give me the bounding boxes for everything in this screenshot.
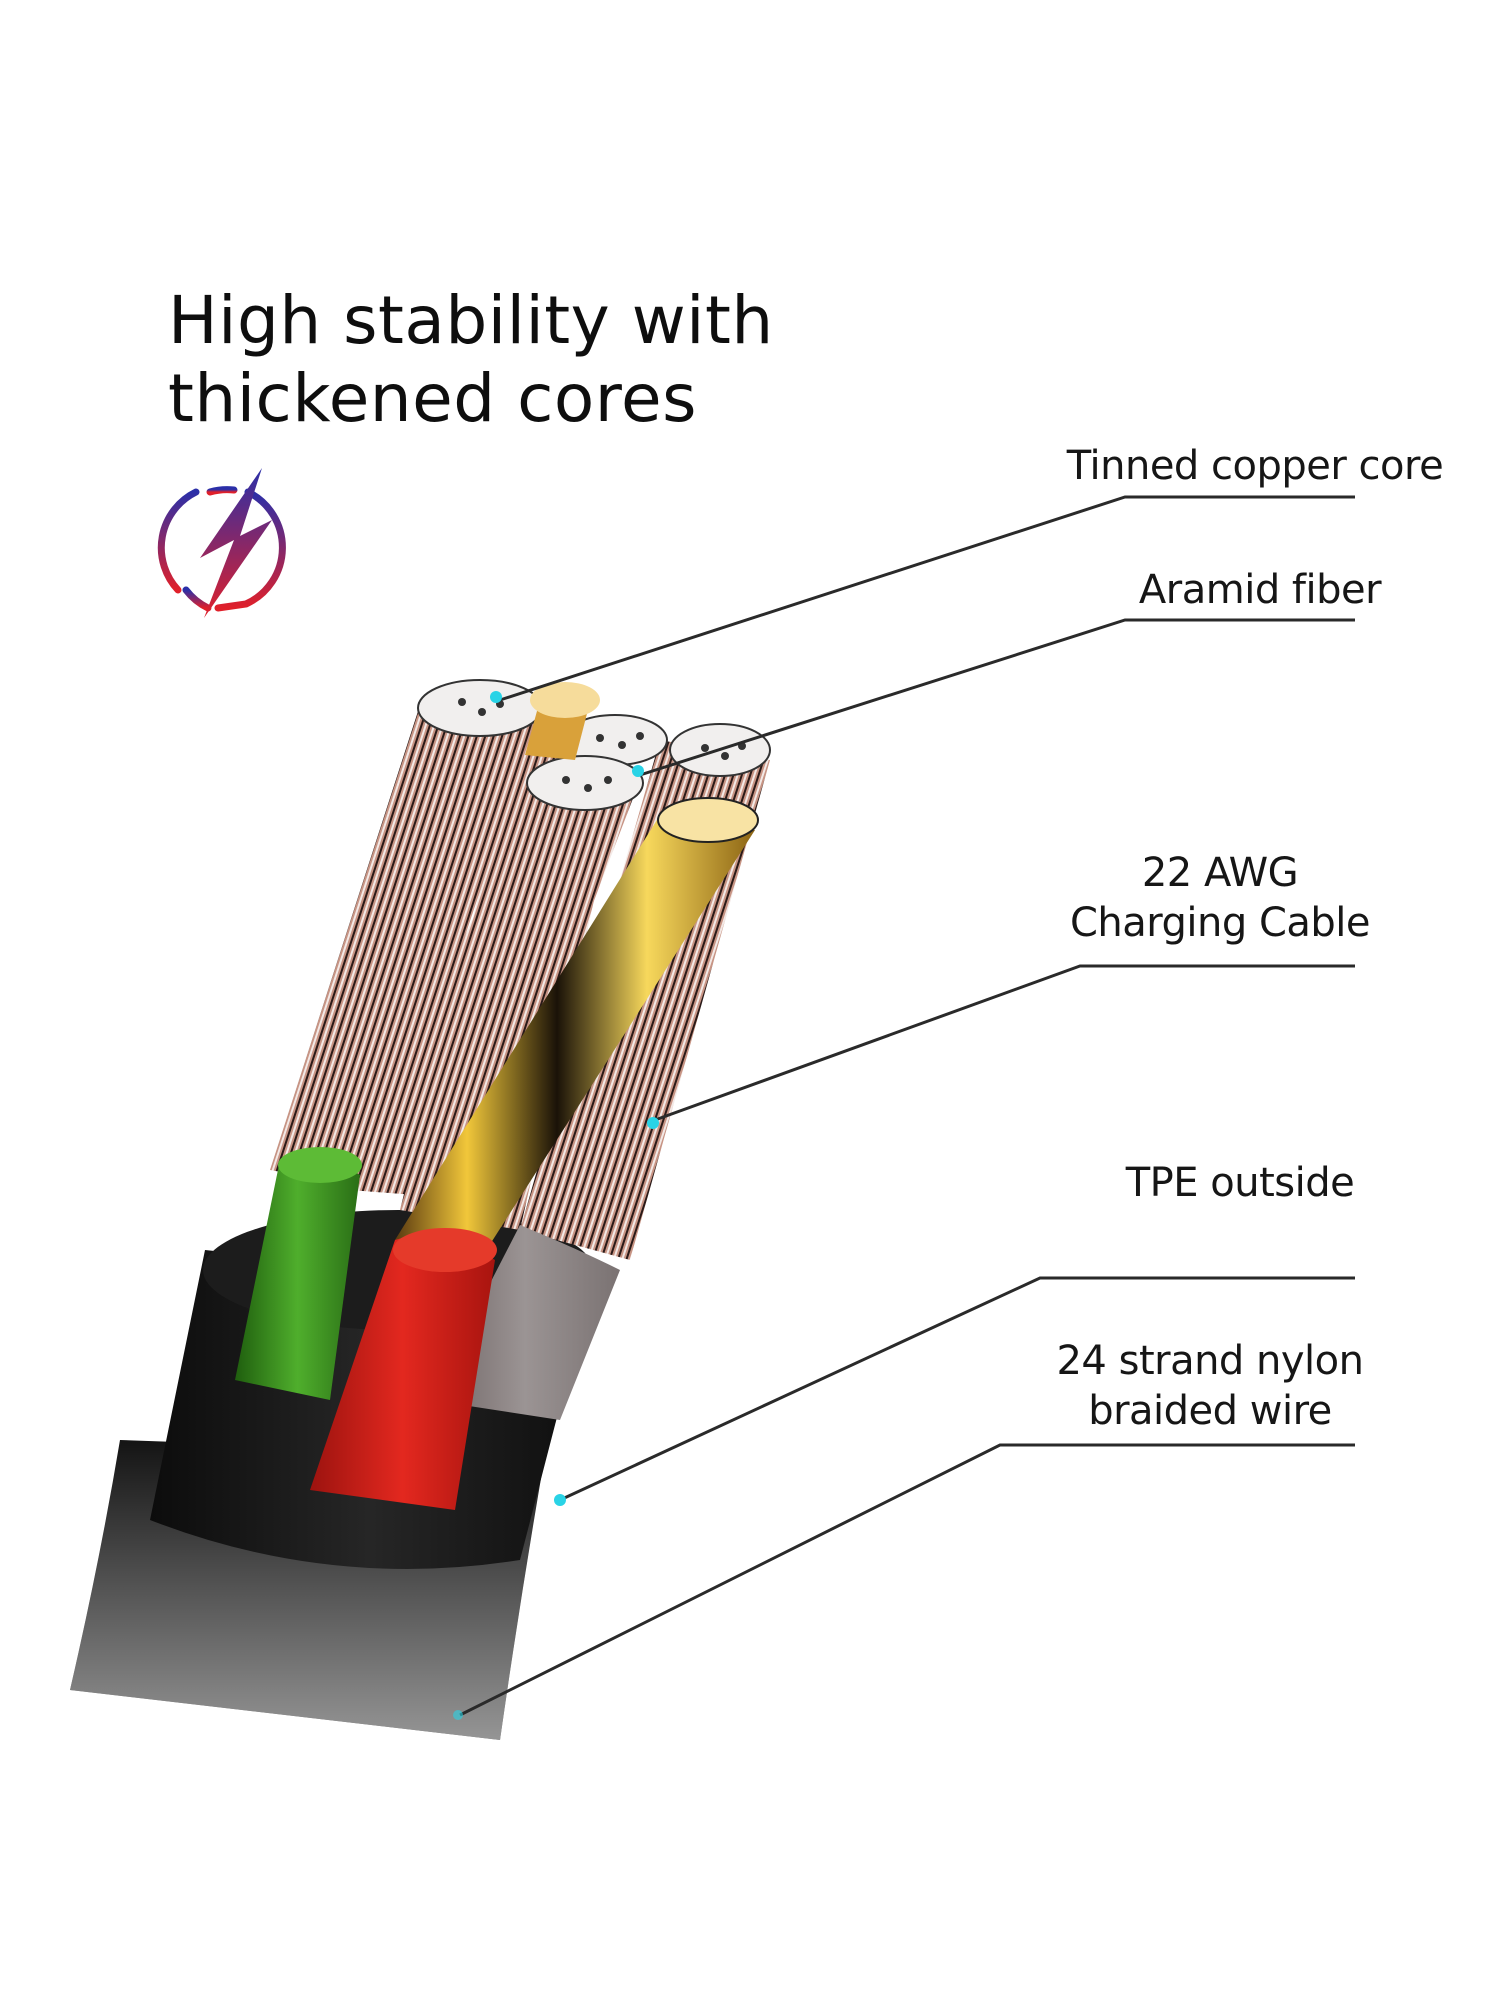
anchor-dots [453, 691, 659, 1720]
headline: High stability with thickened cores [168, 282, 774, 438]
insulated-wires [235, 1147, 620, 1510]
callout-text: Tinned copper core [1066, 443, 1444, 489]
fiber-bundle [395, 682, 759, 1260]
callout-tinned-copper-core: Tinned copper core [1060, 441, 1450, 491]
headline-line-1: High stability with [168, 282, 774, 359]
callout-text: 24 strand nylon [1056, 1338, 1364, 1384]
callout-tpe-outside: TPE outside [1110, 1158, 1370, 1208]
callout-text: 22 AWG [1141, 850, 1299, 896]
callout-22awg-charging-cable: 22 AWG Charging Cable [1060, 848, 1380, 948]
headline-line-2: thickened cores [168, 360, 697, 437]
callout-aramid-fiber: Aramid fiber [1130, 565, 1390, 615]
callout-text: TPE outside [1125, 1160, 1355, 1206]
callout-nylon-braided-wire: 24 strand nylon braided wire [1040, 1336, 1380, 1436]
lightning-bolt-icon [157, 468, 286, 618]
callout-text: Aramid fiber [1138, 567, 1382, 613]
callout-text: braided wire [1088, 1388, 1332, 1434]
callout-text: Charging Cable [1069, 900, 1371, 946]
leader-lines [459, 495, 1355, 1717]
